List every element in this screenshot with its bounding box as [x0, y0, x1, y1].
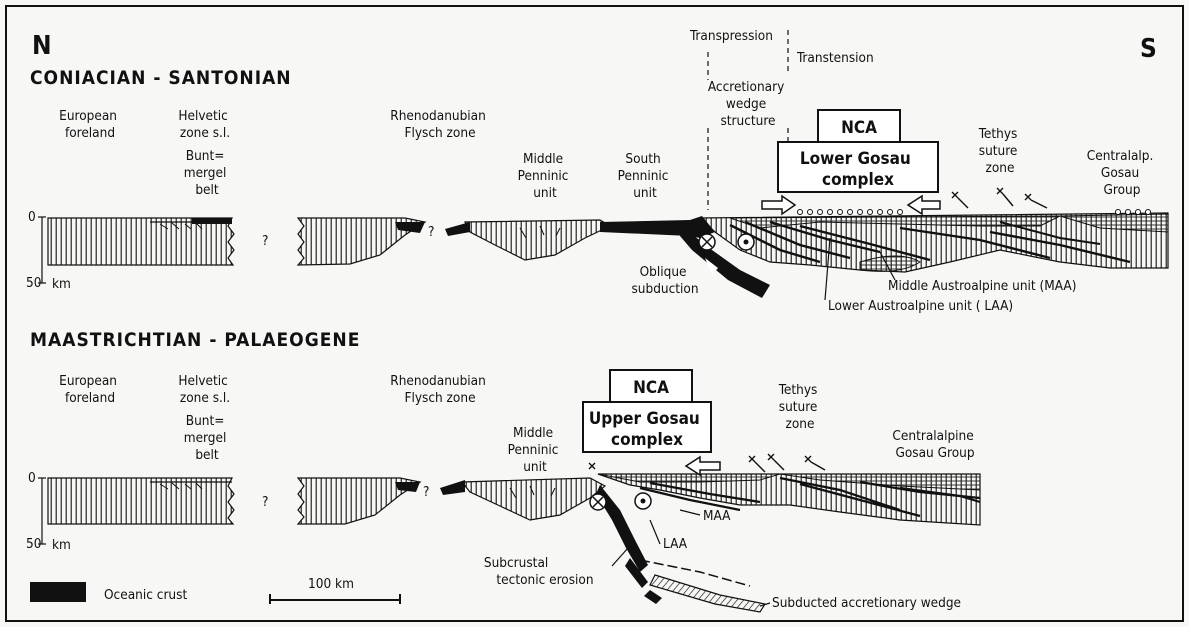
bottom-cross-section: ? ?	[48, 454, 980, 612]
top-tethys-suture: Tethys suture zone	[978, 126, 1021, 176]
bottom-tethys-suture: Tethys suture zone	[778, 382, 821, 432]
svg-text:?: ?	[428, 224, 434, 240]
bottom-laa-label: LAA	[663, 536, 688, 552]
legend-oceanic-crust: Oceanic crust	[30, 582, 187, 603]
section-title-bottom: MAASTRICHTIAN - PALAEOGENE	[30, 329, 360, 351]
bottom-rhenodanubian: Rhenodanubian Flysch zone	[390, 373, 489, 406]
oceanic-crust-swatch	[30, 582, 86, 602]
transtension-label: Transtension	[796, 50, 874, 66]
svg-text:?: ?	[423, 484, 429, 500]
bottom-maa-label: MAA	[703, 508, 731, 524]
top-buntmergel-belt: Bunt= mergel belt	[184, 148, 230, 198]
bottom-buntmergel-belt: Bunt= mergel belt	[184, 413, 230, 463]
section-title-top: CONIACIAN - SANTONIAN	[30, 67, 292, 89]
upper-gosau-box: Upper Gosau complex	[583, 402, 711, 452]
laa-label: Lower Austroalpine unit ( LAA)	[828, 298, 1013, 314]
bottom-nca-box: NCA	[610, 370, 692, 402]
svg-text:km: km	[52, 276, 71, 292]
svg-text:NCA: NCA	[633, 378, 669, 398]
top-nca-box: NCA	[818, 110, 900, 142]
accretionary-wedge-label: Accretionary wedge structure	[708, 79, 788, 129]
svg-text:NCA: NCA	[841, 118, 877, 138]
top-helvetic-zone: Helvetic zone s.l.	[178, 108, 231, 141]
subcrustal-erosion-label: Subcrustal tectonic erosion	[484, 555, 594, 588]
scale-bar: 100 km	[270, 576, 400, 604]
bottom-european-foreland: European foreland	[59, 373, 121, 406]
top-european-foreland: European foreland	[59, 108, 121, 141]
scale-bar-label: 100 km	[308, 576, 354, 592]
top-middle-penninic: Middle Penninic unit	[518, 151, 573, 201]
transpression-label: Transpression	[689, 28, 773, 44]
bottom-helvetic-zone: Helvetic zone s.l.	[178, 373, 231, 406]
lower-gosau-box: Lower Gosau complex	[778, 142, 938, 192]
top-rhenodanubian: Rhenodanubian Flysch zone	[390, 108, 489, 141]
north-label: N	[32, 31, 52, 61]
svg-text:?: ?	[262, 494, 268, 510]
bottom-middle-penninic: Middle Penninic unit	[508, 425, 563, 475]
oblique-subduction-label: Oblique subduction	[631, 264, 698, 297]
oceanic-crust-label: Oceanic crust	[104, 587, 187, 603]
maa-label: Middle Austroalpine unit (MAA)	[888, 278, 1076, 294]
bottom-centralalpine-gosau: Centralalpine Gosau Group	[892, 428, 977, 461]
svg-text:km: km	[52, 537, 71, 553]
svg-text:0: 0	[28, 209, 36, 225]
top-centralalp-gosau: Centralalp. Gosau Group	[1087, 148, 1157, 198]
south-label: S	[1140, 34, 1157, 64]
subducted-wedge-label: Subducted accretionary wedge	[772, 595, 961, 611]
svg-text:0: 0	[28, 470, 36, 486]
top-south-penninic: South Penninic unit	[618, 151, 673, 201]
svg-text:?: ?	[262, 233, 268, 249]
